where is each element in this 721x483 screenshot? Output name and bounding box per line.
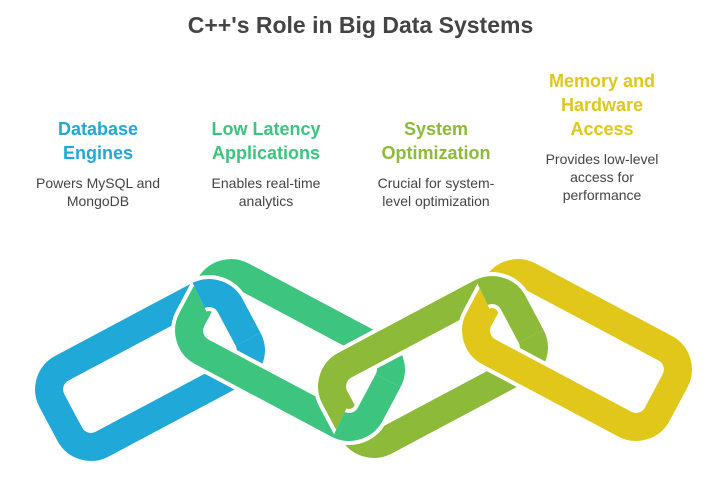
- column-system-optimization: System Optimization Crucial for system- …: [351, 117, 521, 210]
- chain-link-green-overlap: [330, 372, 404, 445]
- chain-link-olive-overlap: [473, 272, 547, 345]
- column-heading: Database Engines: [57, 119, 139, 163]
- column-heading: Memory and Hardware Access: [548, 71, 656, 139]
- column-description: Provides low-level access for performanc…: [545, 151, 659, 203]
- column-heading: Low Latency Applications: [211, 119, 321, 163]
- column-description: Enables real-time analytics: [211, 175, 321, 209]
- column-description: Powers MySQL and MongoDB: [36, 175, 160, 209]
- column-heading: System Optimization: [381, 119, 491, 163]
- page-title: C++'s Role in Big Data Systems: [187, 12, 534, 38]
- chain-link-blue-overlap: [190, 275, 264, 348]
- column-low-latency-applications: Low Latency Applications Enables real-ti…: [181, 117, 351, 210]
- column-description: Crucial for system- level optimization: [377, 175, 495, 209]
- column-memory-hardware-access: Memory and Hardware Access Provides low-…: [517, 69, 687, 204]
- column-database-engines: Database Engines Powers MySQL and MongoD…: [13, 117, 183, 210]
